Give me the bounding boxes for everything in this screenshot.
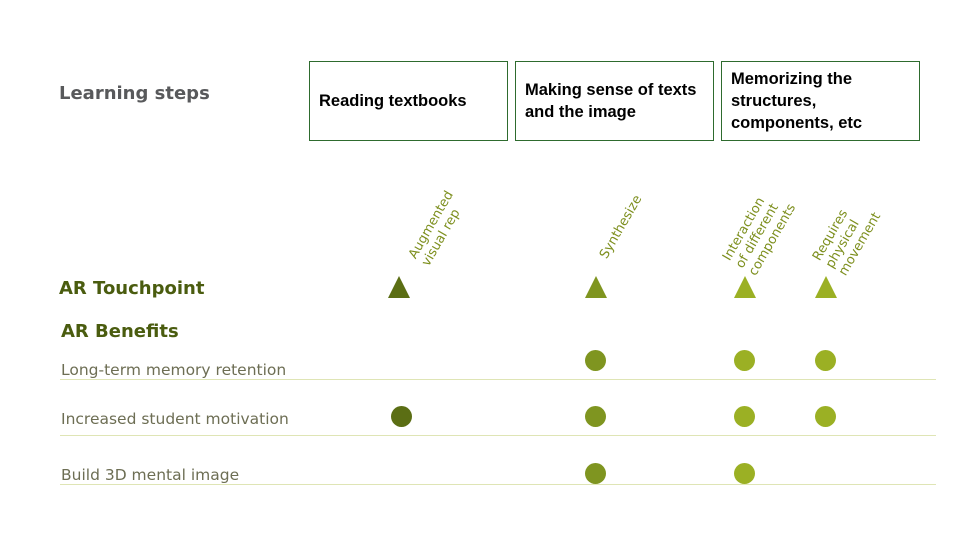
benefit-dot-icon	[585, 406, 606, 427]
benefit-label-3d-image: Build 3D mental image	[61, 466, 240, 484]
row-divider	[60, 379, 936, 380]
step-box-making-sense: Making sense of texts and the image	[515, 61, 714, 141]
benefit-dot-icon	[585, 463, 606, 484]
row-divider	[60, 484, 936, 485]
benefit-dot-icon	[734, 350, 755, 371]
benefit-label-memory: Long-term memory retention	[61, 361, 287, 379]
triangle-marker-icon	[734, 276, 756, 298]
benefit-dot-icon	[815, 350, 836, 371]
step-box-memorizing: Memorizing the structures, components, e…	[721, 61, 920, 141]
touchpoint-label-synthesize: Synthesize	[597, 192, 646, 262]
benefit-dot-icon	[734, 463, 755, 484]
touchpoint-label-interaction: Interaction of different components	[720, 194, 800, 279]
benefit-dot-icon	[815, 406, 836, 427]
row-divider	[60, 435, 936, 436]
benefit-dot-icon	[734, 406, 755, 427]
ar-benefits-title: AR Benefits	[61, 321, 179, 342]
learning-steps-label: Learning steps	[59, 83, 210, 104]
touchpoint-label-physical: Requires physical movement	[810, 207, 885, 279]
benefit-dot-icon	[391, 406, 412, 427]
ar-touchpoint-title: AR Touchpoint	[59, 278, 205, 299]
benefit-label-motivation: Increased student motivation	[61, 410, 289, 428]
triangle-marker-icon	[388, 276, 410, 298]
benefit-dot-icon	[585, 350, 606, 371]
triangle-marker-icon	[585, 276, 607, 298]
touchpoint-label-augmented: Augmented visual rep	[406, 188, 464, 269]
step-box-reading: Reading textbooks	[309, 61, 508, 141]
triangle-marker-icon	[815, 276, 837, 298]
